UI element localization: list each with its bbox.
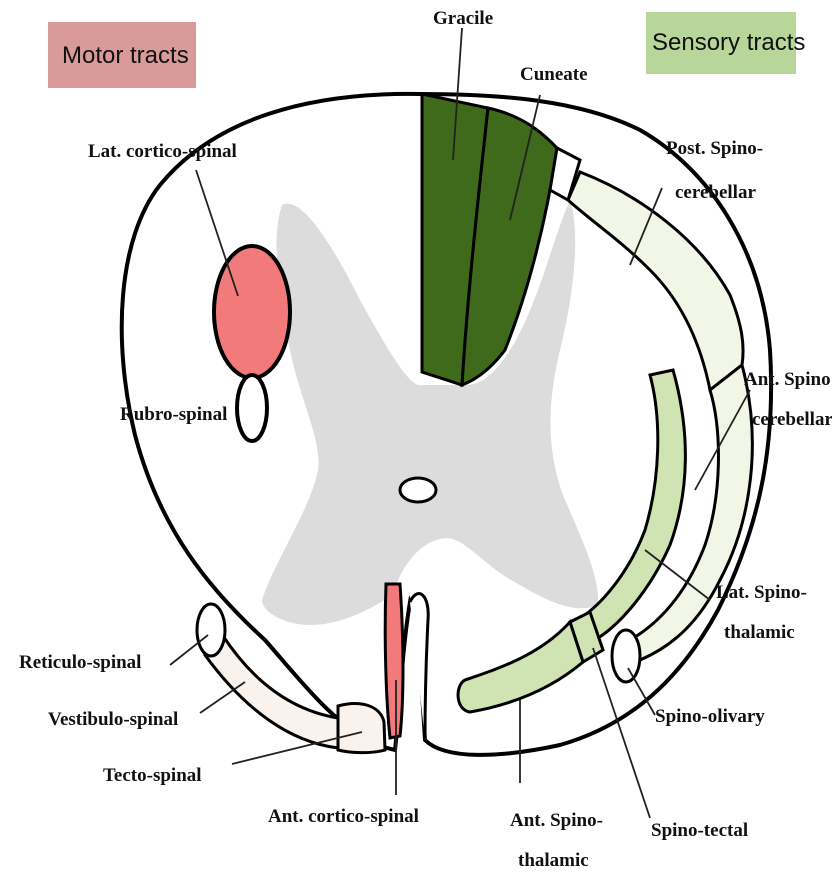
label-gracile: Gracile (433, 8, 493, 29)
label-cuneate: Cuneate (520, 64, 588, 85)
sensory-tracts-header: Sensory tracts (646, 12, 805, 74)
label-post-spinocerebellar-2: cerebellar (675, 182, 756, 203)
label-reticulospinal: Reticulo-spinal (19, 652, 141, 673)
label-lat-corticospinal: Lat. cortico-spinal (88, 141, 237, 162)
central-canal (400, 478, 436, 502)
spino-olivary-tract (612, 630, 640, 682)
sensory-header-text: Sensory tracts (652, 29, 805, 56)
label-lat-spinothalamic-2: thalamic (724, 622, 795, 643)
label-rubrospinal: Rubro-spinal (120, 404, 227, 425)
label-spino-olivary: Spino-olivary (655, 706, 765, 727)
label-spino-tectal: Spino-tectal (651, 820, 748, 841)
tecto-spinal-tract (338, 704, 385, 753)
label-ant-spinothalamic-1: Ant. Spino- (510, 810, 603, 831)
rubrospinal-tract (237, 375, 267, 441)
label-ant-spinocerebellar-2: cerebellar (752, 409, 832, 430)
reticulo-spinal-tract (197, 604, 225, 656)
leader-vestibulospinal (200, 682, 245, 713)
label-lat-spinothalamic-1: Lat. Spino- (716, 582, 807, 603)
label-ant-corticospinal: Ant. cortico-spinal (268, 806, 419, 827)
label-ant-spinocerebellar-1: Ant. Spino (744, 369, 831, 390)
label-vestibulospinal: Vestibulo-spinal (48, 709, 178, 730)
motor-header-text: Motor tracts (62, 42, 189, 69)
motor-tracts-header: Motor tracts (48, 22, 196, 88)
label-ant-spinothalamic-2: thalamic (518, 850, 589, 871)
anterior-median-fissure (410, 594, 428, 740)
ant-corticospinal-tract (385, 584, 403, 738)
lat-corticospinal-tract (214, 246, 290, 378)
label-post-spinocerebellar-1: Post. Spino- (666, 138, 763, 159)
label-tectospinal: Tecto-spinal (103, 765, 202, 786)
